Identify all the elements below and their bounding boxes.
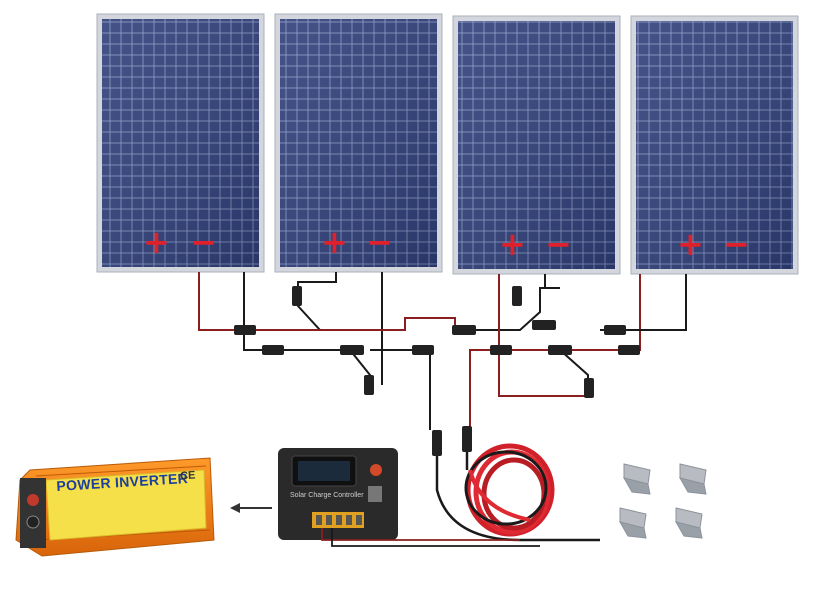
panel-4-plus-label: + bbox=[677, 225, 704, 263]
panel-1-plus-label: + bbox=[143, 223, 170, 261]
mc4-connectors bbox=[234, 286, 640, 456]
inverter-ce-mark: CE bbox=[179, 469, 196, 483]
controller-label: Solar Charge Controller bbox=[290, 492, 364, 499]
cable-coil bbox=[435, 443, 600, 542]
panel-2-minus-label: − bbox=[366, 223, 393, 261]
solar-panel-4 bbox=[630, 15, 799, 275]
mounting-brackets bbox=[618, 463, 707, 539]
panel-1-minus-label: − bbox=[190, 223, 217, 261]
panel-4-minus-label: − bbox=[723, 225, 750, 263]
arrow-left-icon bbox=[230, 503, 272, 513]
solar-panel-3 bbox=[452, 15, 621, 275]
solar-panel-1 bbox=[96, 13, 265, 273]
inverter-label: POWER INVERTER CE bbox=[56, 469, 209, 528]
power-inverter bbox=[15, 457, 215, 557]
panel-2-plus-label: + bbox=[321, 223, 348, 261]
panel-3-minus-label: − bbox=[545, 225, 572, 263]
panel-3-plus-label: + bbox=[499, 225, 526, 263]
charge-controller bbox=[278, 448, 540, 547]
solar-panel-2 bbox=[274, 13, 443, 273]
